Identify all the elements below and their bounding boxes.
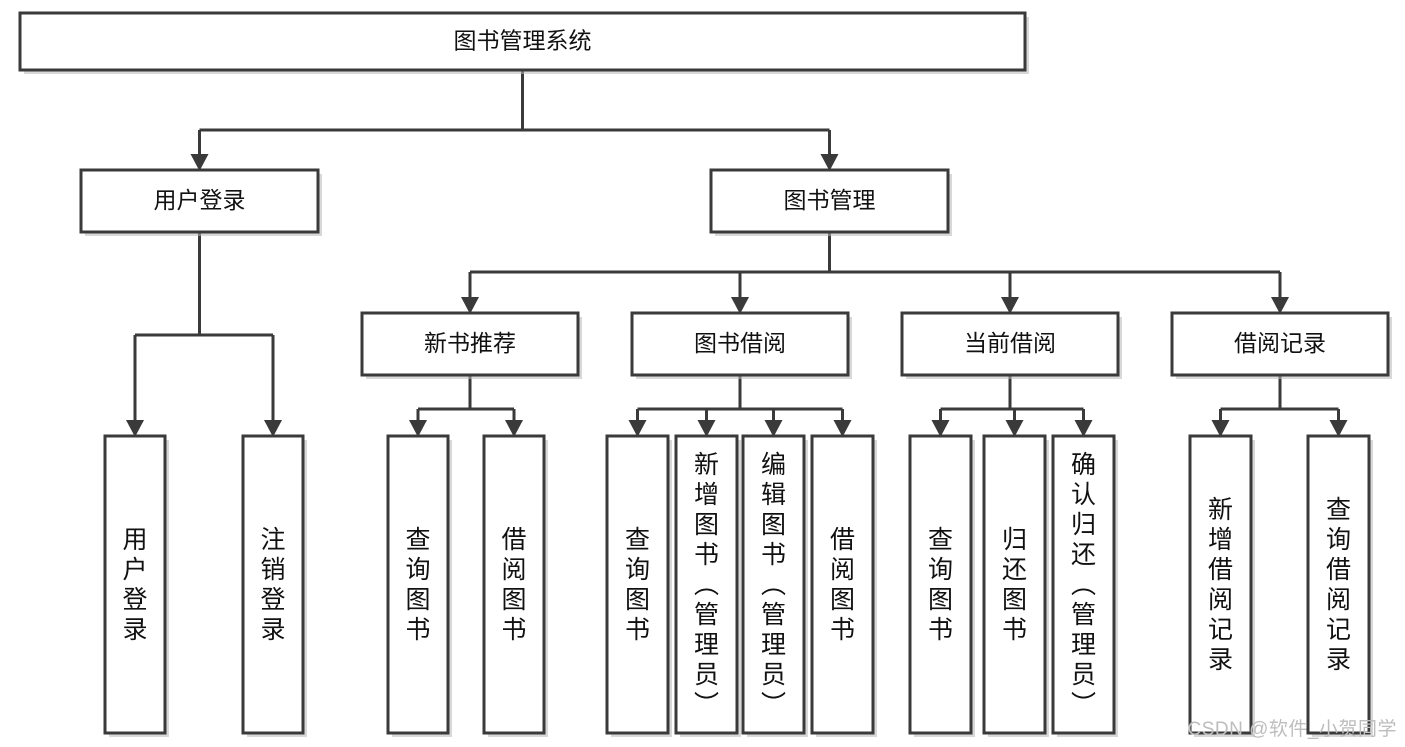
node-label: 图书管理 bbox=[784, 187, 876, 213]
arrow-head-icon bbox=[833, 420, 852, 437]
arrow-head-icon bbox=[731, 297, 749, 314]
connector-group-book-manage bbox=[461, 232, 1289, 314]
node-leaf-leaf-borrow-book-1[interactable]: 借阅图书 bbox=[482, 434, 548, 737]
node-box[interactable] bbox=[79, 168, 320, 234]
node-box[interactable] bbox=[1306, 434, 1371, 735]
node-box[interactable] bbox=[1170, 311, 1390, 377]
node-box[interactable] bbox=[908, 434, 973, 735]
arrow-head-icon bbox=[931, 420, 950, 437]
node-label-vertical: 查询图书 bbox=[928, 526, 953, 644]
node-root-root[interactable]: 图书管理系统 bbox=[18, 11, 1029, 74]
node-label: 图书管理系统 bbox=[454, 28, 592, 54]
arrow-head-icon bbox=[1271, 297, 1289, 314]
node-leaf-leaf-add-borrow-record[interactable]: 新增借阅记录 bbox=[1188, 434, 1255, 737]
connector-layer bbox=[126, 70, 1348, 437]
arrow-head-icon bbox=[1329, 420, 1348, 437]
node-leaf-leaf-query-book-2[interactable]: 查询图书 bbox=[605, 434, 672, 737]
node-box[interactable] bbox=[810, 434, 875, 735]
connector-group-root bbox=[190, 70, 839, 171]
arrow-head-icon bbox=[505, 420, 523, 437]
node-label: 当前借阅 bbox=[964, 330, 1056, 356]
arrow-head-icon bbox=[1005, 420, 1024, 437]
node-label-vertical: 编辑图书︵管理员︶ bbox=[761, 451, 786, 719]
node-box[interactable] bbox=[674, 434, 739, 735]
node-leaf-leaf-add-book[interactable]: 新增图书︵管理员︶ bbox=[674, 434, 741, 737]
node-label-vertical: 新增借阅记录 bbox=[1208, 496, 1233, 674]
node-label: 借阅记录 bbox=[1234, 330, 1326, 356]
node-label-vertical: 归还图书 bbox=[1002, 526, 1027, 644]
arrow-head-icon bbox=[1211, 420, 1230, 437]
node-layer: 图书管理系统用户登录图书管理新书推荐图书借阅当前借阅借阅记录用户登录注销登录查询… bbox=[18, 11, 1392, 737]
arrow-head-icon bbox=[628, 420, 647, 437]
node-level2-borrow-record[interactable]: 借阅记录 bbox=[1170, 311, 1392, 379]
node-level1-book-manage[interactable]: 图书管理 bbox=[709, 168, 952, 236]
node-box[interactable] bbox=[982, 434, 1047, 735]
node-box[interactable] bbox=[900, 311, 1120, 377]
node-box[interactable] bbox=[741, 434, 806, 735]
arrow-head-icon bbox=[461, 297, 479, 314]
node-level1-user-login[interactable]: 用户登录 bbox=[79, 168, 322, 236]
arrow-head-icon bbox=[190, 154, 209, 171]
node-level2-new-book-recommend[interactable]: 新书推荐 bbox=[360, 311, 582, 379]
node-box[interactable] bbox=[18, 11, 1027, 72]
node-leaf-leaf-query-book-3[interactable]: 查询图书 bbox=[908, 434, 975, 737]
node-leaf-leaf-edit-book[interactable]: 编辑图书︵管理员︶ bbox=[741, 434, 808, 737]
node-box[interactable] bbox=[630, 311, 850, 377]
node-label-vertical: 查询图书 bbox=[405, 526, 430, 644]
node-leaf-leaf-logout[interactable]: 注销登录 bbox=[241, 434, 307, 737]
node-leaf-leaf-return-book[interactable]: 归还图书 bbox=[982, 434, 1049, 737]
arrow-head-icon bbox=[697, 420, 716, 437]
node-box[interactable] bbox=[241, 434, 305, 735]
node-label-vertical: 查询借阅记录 bbox=[1326, 496, 1351, 674]
node-label-vertical: 注销登录 bbox=[260, 526, 285, 644]
node-label: 用户登录 bbox=[154, 187, 246, 213]
node-level2-current-borrow[interactable]: 当前借阅 bbox=[900, 311, 1122, 379]
arrow-head-icon bbox=[126, 420, 144, 437]
node-leaf-leaf-confirm-return[interactable]: 确认归还︵管理员︶ bbox=[1051, 434, 1118, 737]
node-box[interactable] bbox=[386, 434, 450, 735]
connector-group-user-login bbox=[126, 232, 282, 437]
node-label-vertical: 用户登录 bbox=[122, 526, 147, 644]
connector-group-borrow-record bbox=[1211, 375, 1348, 437]
arrow-head-icon bbox=[820, 154, 839, 171]
watermark-text: CSDN @软件_小贺同学 bbox=[1187, 719, 1397, 740]
node-box[interactable] bbox=[605, 434, 670, 735]
node-box[interactable] bbox=[103, 434, 167, 735]
connector-group-new-book-recommend bbox=[409, 375, 523, 437]
arrow-head-icon bbox=[1074, 420, 1093, 437]
arrow-head-icon bbox=[764, 420, 783, 437]
node-label: 图书借阅 bbox=[694, 330, 786, 356]
connector-group-book-borrow bbox=[628, 375, 852, 437]
node-leaf-leaf-query-book-1[interactable]: 查询图书 bbox=[386, 434, 452, 737]
node-box[interactable] bbox=[482, 434, 546, 735]
arrow-head-icon bbox=[264, 420, 282, 437]
node-label-vertical: 查询图书 bbox=[625, 526, 650, 644]
node-label-vertical: 借阅图书 bbox=[501, 526, 526, 644]
node-box[interactable] bbox=[360, 311, 580, 377]
node-leaf-leaf-query-borrow-record[interactable]: 查询借阅记录 bbox=[1306, 434, 1373, 737]
node-box[interactable] bbox=[1051, 434, 1116, 735]
connector-group-current-borrow bbox=[931, 375, 1093, 437]
node-level2-book-borrow[interactable]: 图书借阅 bbox=[630, 311, 852, 379]
node-label-vertical: 借阅图书 bbox=[830, 526, 855, 644]
node-label: 新书推荐 bbox=[424, 330, 516, 356]
node-label-vertical: 新增图书︵管理员︶ bbox=[694, 451, 719, 719]
node-leaf-leaf-borrow-book-2[interactable]: 借阅图书 bbox=[810, 434, 877, 737]
node-leaf-leaf-user-login[interactable]: 用户登录 bbox=[103, 434, 169, 737]
node-box[interactable] bbox=[709, 168, 950, 234]
node-label-vertical: 确认归还︵管理员︶ bbox=[1071, 451, 1096, 719]
arrow-head-icon bbox=[1001, 297, 1019, 314]
arrow-head-icon bbox=[409, 420, 427, 437]
node-box[interactable] bbox=[1188, 434, 1253, 735]
